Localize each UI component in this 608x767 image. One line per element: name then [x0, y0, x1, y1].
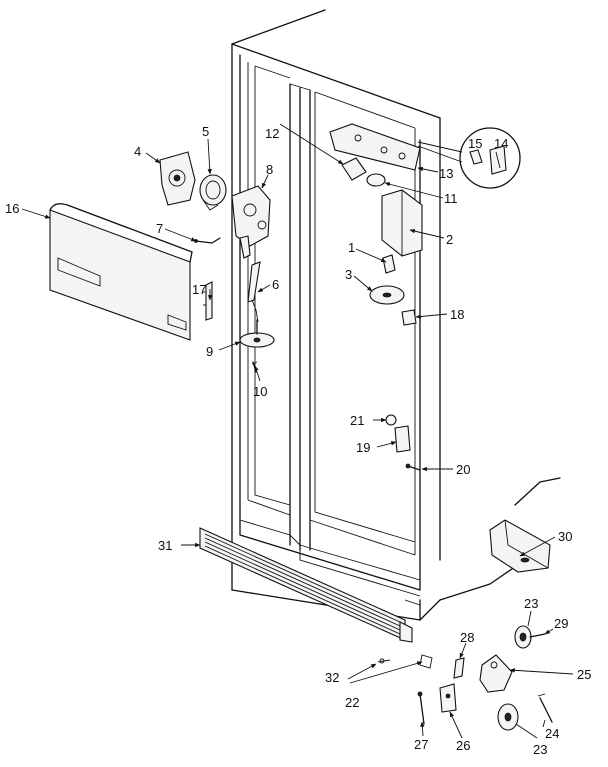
label-9: 9	[206, 344, 213, 359]
part-5-knob	[199, 174, 227, 211]
label-27: 27	[414, 737, 428, 752]
part-29-pin	[529, 633, 546, 638]
label-23-upper: 23	[524, 596, 538, 611]
label-29: 29	[554, 616, 568, 631]
part-9-fan-blade	[239, 319, 275, 348]
part-13-light-housing	[329, 123, 421, 171]
part-23-roller-lower	[497, 703, 519, 731]
label-22: 22	[345, 695, 359, 710]
label-21: 21	[350, 413, 364, 428]
part-3-disc	[369, 285, 405, 305]
label-32: 32	[325, 670, 339, 685]
part-23-roller-upper	[514, 625, 532, 649]
label-30: 30	[558, 529, 572, 544]
cabinet	[231, 9, 526, 621]
part-18-connector	[401, 309, 417, 326]
label-12: 12	[265, 126, 279, 141]
label-6: 6	[272, 277, 279, 292]
part-21-screw	[385, 414, 397, 426]
part-20-screw	[405, 463, 421, 471]
part-1-clip	[382, 254, 396, 274]
detail-14-15-switch	[417, 127, 521, 189]
part-24-screw	[537, 693, 553, 723]
part-17-bracket	[203, 281, 213, 321]
label-14: 14	[494, 136, 508, 151]
part-2-cover	[381, 189, 423, 257]
leader-lines	[21, 123, 574, 739]
label-8: 8	[266, 162, 273, 177]
label-1: 1	[348, 240, 355, 255]
label-11: 11	[444, 191, 458, 206]
part-32-clip	[377, 658, 391, 664]
part-11-light-bulb	[366, 173, 386, 187]
label-7: 7	[156, 221, 163, 236]
label-31: 31	[158, 538, 172, 553]
part-16-control-panel	[49, 203, 193, 341]
label-26: 26	[456, 738, 470, 753]
label-25: 25	[577, 667, 591, 682]
part-26-bracket	[439, 683, 457, 713]
label-24: 24	[545, 726, 559, 741]
part-25-leveler-bracket	[479, 654, 513, 693]
label-16: 16	[5, 201, 19, 216]
part-8-damper-control	[231, 185, 271, 259]
label-5: 5	[202, 124, 209, 139]
label-20: 20	[456, 462, 470, 477]
label-18: 18	[450, 307, 464, 322]
part-6-baffle	[247, 261, 261, 323]
label-13: 13	[439, 166, 453, 181]
label-19: 19	[356, 440, 370, 455]
label-10: 10	[253, 384, 267, 399]
label-4: 4	[134, 144, 141, 159]
part-12-light-socket	[341, 157, 367, 181]
part-4-thermostat-housing	[159, 151, 196, 206]
part-30-hinge-assembly	[489, 477, 561, 573]
label-2: 2	[446, 232, 453, 247]
part-22-clip	[419, 654, 433, 669]
part-31-base-grille	[199, 527, 413, 643]
label-17: 17	[192, 282, 206, 297]
label-15: 15	[468, 136, 482, 151]
part-27-screw	[417, 691, 425, 725]
label-3: 3	[345, 267, 352, 282]
part-19-hinge-block	[394, 425, 411, 453]
label-28: 28	[460, 630, 474, 645]
callout-labels: 4 5 16 7 8 12 13 15 14 11 2 1 3 18 17 6 …	[5, 124, 591, 757]
part-28-clip	[453, 657, 465, 679]
label-23-lower: 23	[533, 742, 547, 757]
part-7-tube	[194, 237, 221, 244]
